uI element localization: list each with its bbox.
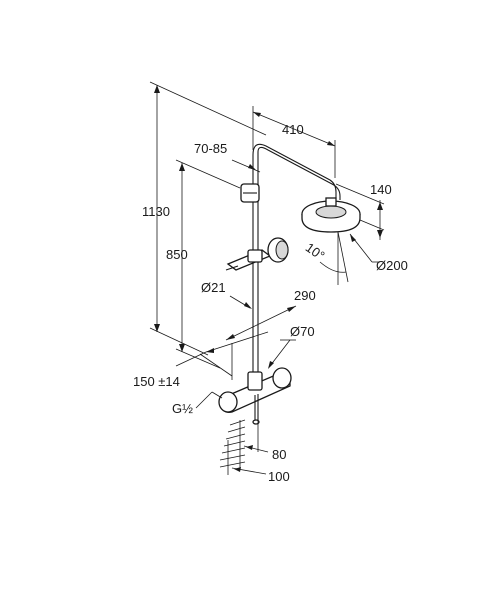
dim-100 bbox=[231, 467, 267, 475]
overhead-arm bbox=[252, 143, 341, 200]
thermostatic-mixer bbox=[218, 367, 292, 425]
dim-150 bbox=[175, 331, 269, 377]
wall-hatching bbox=[219, 419, 246, 475]
dim-410-label: 410 bbox=[282, 122, 304, 137]
dim-thread-label: G½ bbox=[172, 401, 193, 416]
dim-angle-10-label: 10° bbox=[303, 240, 328, 264]
dim-angle-10 bbox=[319, 231, 349, 285]
dim-100-label: 100 bbox=[268, 469, 290, 484]
dim-dia70 bbox=[268, 339, 296, 369]
dim-dia200-label: Ø200 bbox=[376, 258, 408, 273]
dim-290-label: 290 bbox=[294, 288, 316, 303]
dim-150-label: 150 ±14 bbox=[133, 374, 180, 389]
dim-140 bbox=[335, 183, 385, 240]
rain-shower-head bbox=[301, 197, 361, 233]
dim-dia21 bbox=[229, 295, 252, 309]
dim-dia21-label: Ø21 bbox=[201, 280, 226, 295]
dim-140-label: 140 bbox=[370, 182, 392, 197]
dim-dia200 bbox=[349, 233, 380, 263]
hand-shower bbox=[225, 237, 289, 271]
dim-850 bbox=[175, 159, 241, 369]
dim-1130 bbox=[149, 81, 267, 356]
dim-410 bbox=[252, 106, 336, 178]
dim-1130-label: 1130 bbox=[142, 204, 170, 219]
dim-290 bbox=[225, 305, 297, 380]
dim-850-label: 850 bbox=[166, 247, 188, 262]
dim-70-85 bbox=[231, 159, 261, 173]
dim-80 bbox=[243, 418, 269, 453]
dim-80-label: 80 bbox=[272, 447, 286, 462]
upper-wall-bracket bbox=[240, 183, 260, 203]
dim-thread bbox=[195, 391, 223, 409]
dim-70-85-label: 70-85 bbox=[194, 141, 227, 156]
dim-dia70-label: Ø70 bbox=[290, 324, 315, 339]
